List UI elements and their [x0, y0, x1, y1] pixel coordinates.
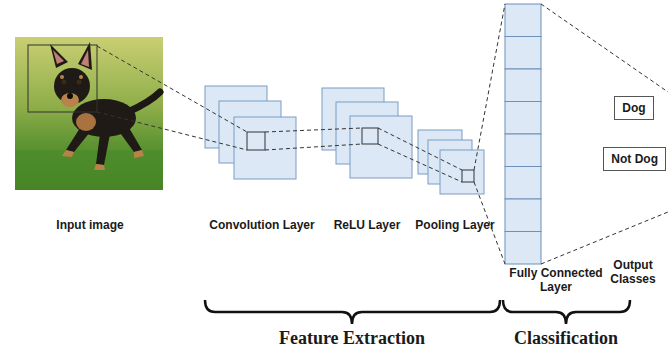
section-label: Classification — [491, 328, 641, 350]
relu-stack — [362, 128, 378, 144]
dog-photo — [61, 93, 79, 107]
dog-photo — [96, 134, 110, 165]
class-box: Dog — [614, 96, 653, 120]
dog-photo — [66, 128, 90, 152]
fully-connected-column — [505, 4, 541, 37]
fully-connected-column — [505, 4, 541, 264]
dog-photo — [15, 37, 163, 190]
output-label: Output Classes — [600, 258, 666, 287]
pooling-stack — [462, 170, 474, 182]
dog-photo — [67, 93, 73, 99]
fully-connected-column — [505, 232, 541, 265]
dog-photo — [128, 92, 160, 112]
projection-lines — [541, 212, 668, 264]
dog-photo — [81, 50, 89, 67]
class-box: Not Dog — [603, 147, 666, 171]
class-name: Dog — [622, 101, 645, 115]
projection-lines — [265, 128, 362, 132]
section-braces — [503, 300, 630, 324]
image-label: Input image — [20, 218, 160, 232]
fully-connected-column — [505, 167, 541, 200]
dog-photo — [118, 126, 142, 152]
relu-stack — [322, 88, 412, 178]
conv-stack — [247, 132, 265, 150]
section-label: Feature Extraction — [232, 328, 472, 350]
dog-photo — [76, 113, 96, 131]
layer-label: ReLU Layer — [319, 218, 415, 232]
fully-connected-column — [505, 134, 541, 167]
dog-photo — [15, 37, 163, 190]
dog-photo — [134, 150, 144, 158]
layer-label: Pooling Layer — [405, 218, 505, 232]
projection-lines — [265, 144, 362, 150]
fully-connected-column — [505, 102, 541, 135]
pooling-stack — [440, 150, 484, 194]
section-braces — [205, 300, 630, 324]
dog-photo — [50, 44, 68, 68]
projection-lines — [378, 128, 462, 170]
dog-photo — [79, 75, 83, 79]
projection-lines — [378, 144, 462, 182]
projection-lines — [541, 4, 668, 92]
fully-connected-column — [505, 37, 541, 70]
class-name: Not Dog — [611, 152, 658, 166]
layer-label: Fully Connected Layer — [506, 266, 606, 295]
dog-photo — [60, 75, 64, 79]
projection-lines — [474, 4, 505, 170]
dog-photo — [28, 45, 97, 112]
projection-lines — [97, 46, 247, 132]
conv-stack — [234, 117, 296, 179]
conv-stack — [205, 86, 296, 179]
projection-lines — [97, 112, 247, 150]
section-braces — [205, 300, 500, 324]
pooling-stack — [418, 130, 484, 194]
dog-photo — [53, 50, 64, 64]
dog-photo — [62, 150, 74, 157]
fully-connected-column — [505, 199, 541, 232]
relu-stack — [350, 116, 412, 178]
dog-photo — [94, 164, 105, 170]
dog-photo — [62, 80, 67, 85]
fully-connected-column — [505, 69, 541, 102]
projection-lines — [97, 4, 668, 264]
layer-label: Convolution Layer — [197, 218, 327, 232]
dog-photo — [77, 80, 82, 85]
dog-photo — [15, 150, 163, 190]
dog-photo — [78, 42, 92, 70]
